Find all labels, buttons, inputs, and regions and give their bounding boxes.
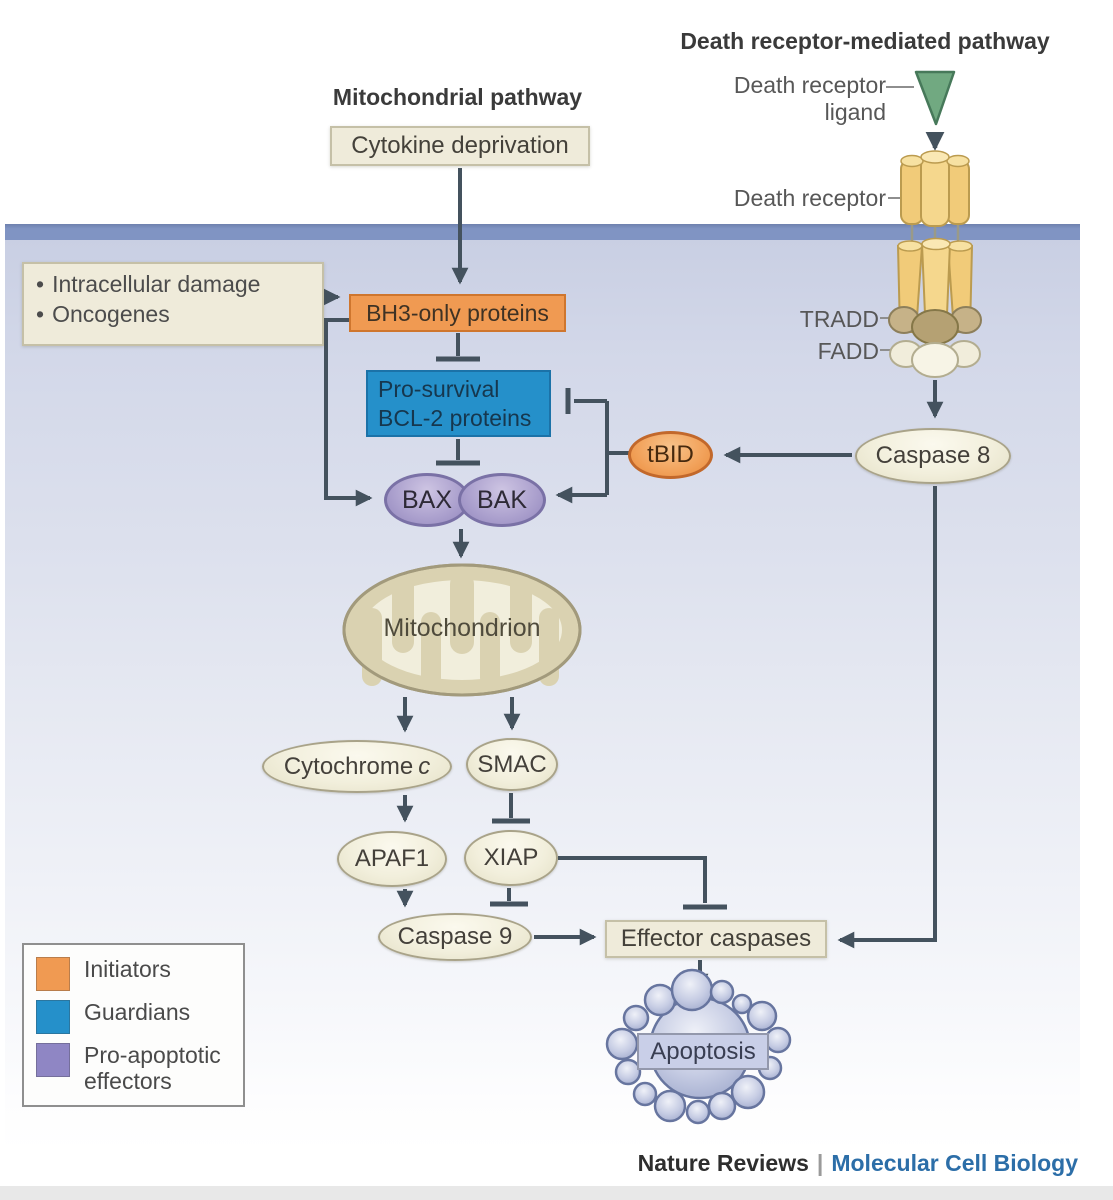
pro-apoptotic-effectors-swatch <box>36 1043 70 1077</box>
tbid-ellipse: tBID <box>628 431 713 479</box>
smac-ellipse: SMAC <box>466 738 558 791</box>
cytokine-deprivation-box: Cytokine deprivation <box>330 126 590 166</box>
effector-caspases-box: Effector caspases <box>605 920 827 958</box>
legend-row-initiators: Initiators <box>36 956 243 991</box>
death-receptor-pathway-title: Death receptor-mediated pathway <box>680 28 1050 54</box>
separator: | <box>816 1150 824 1176</box>
legend: Initiators Guardians Pro-apoptotic effec… <box>22 943 245 1107</box>
xiap-ellipse: XIAP <box>464 830 558 886</box>
ligand-label-line2: ligand <box>824 99 886 126</box>
legend-row-guardians: Guardians <box>36 999 243 1034</box>
caspase8-ellipse: Caspase 8 <box>855 428 1011 484</box>
damage-item-1: •Intracellular damage <box>36 271 261 297</box>
journal-name: Nature Reviews <box>637 1150 809 1176</box>
ligand-label-line1: Death receptor <box>733 72 886 98</box>
caspase9-ellipse: Caspase 9 <box>378 913 532 961</box>
bcl2-text: Pro-survival BCL-2 proteins <box>378 375 532 431</box>
bullet-icon: • <box>36 301 45 328</box>
initiators-swatch <box>36 957 70 991</box>
bh3-only-proteins-box: BH3-only proteins <box>349 294 566 332</box>
bak-ellipse: BAK <box>458 473 546 527</box>
death-receptor-label: Death receptor <box>733 185 886 211</box>
guardians-swatch <box>36 1000 70 1034</box>
death-receptor-ligand-icon <box>886 70 956 126</box>
damage-item-2: •Oncogenes <box>36 301 170 328</box>
plasma-membrane-band <box>5 224 1080 240</box>
bullet-icon: • <box>36 271 45 297</box>
apoptosis-label-box: Apoptosis <box>637 1033 769 1070</box>
legend-row-effectors: Pro-apoptotic effectors <box>36 1042 243 1095</box>
intracellular-damage-box: •Intracellular damage •Oncogenes <box>22 262 324 346</box>
journal-credit: Nature Reviews | Molecular Cell Biology <box>500 1150 1078 1177</box>
pro-apoptotic-effectors-label: Pro-apoptotic effectors <box>84 1042 221 1094</box>
death-receptor-ligand-label: Death receptor ligand <box>690 72 886 126</box>
mitochondrion-label: Mitochondrion <box>383 614 541 642</box>
magazine-name: Molecular Cell Biology <box>831 1150 1078 1176</box>
guardians-label: Guardians <box>84 999 191 1025</box>
bottom-gray-bar <box>0 1186 1113 1200</box>
initiators-label: Initiators <box>84 956 171 982</box>
fadd-label: FADD <box>817 338 879 364</box>
apaf1-ellipse: APAF1 <box>337 831 447 887</box>
pro-survival-bcl2-box: Pro-survival BCL-2 proteins <box>366 370 551 437</box>
mitochondrial-pathway-title: Mitochondrial pathway <box>332 84 583 110</box>
tradd-label: TRADD <box>799 306 879 332</box>
